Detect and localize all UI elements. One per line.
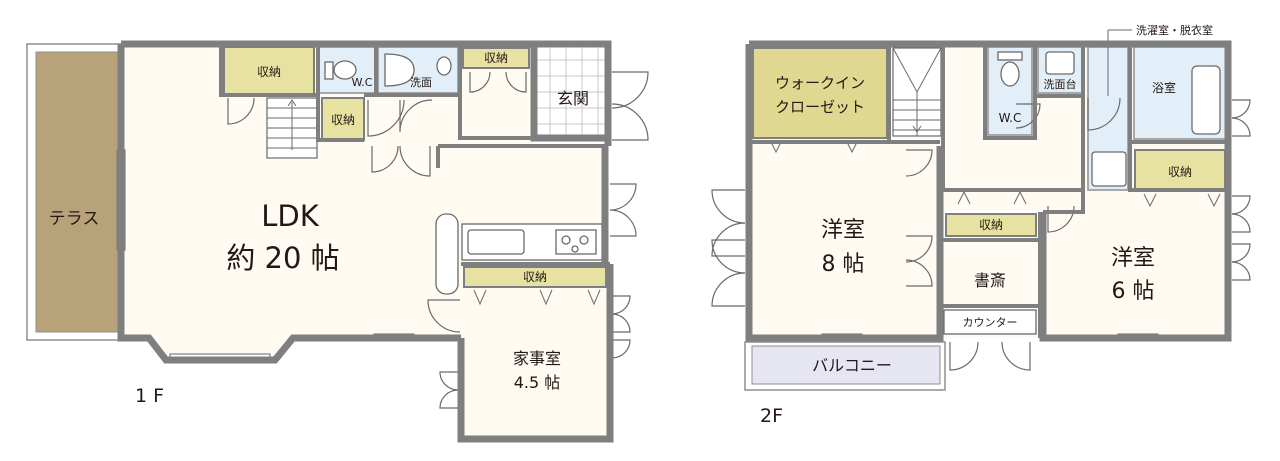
door-1f-wash <box>399 99 433 133</box>
door-2f-west-d <box>711 272 746 307</box>
floor-2-label: 2F <box>760 405 783 427</box>
door-1f-wc <box>367 99 405 137</box>
walkin-label-2: クローゼット <box>775 98 865 116</box>
door-1f-kitchen-a <box>609 183 637 211</box>
door-2f-west-a <box>711 189 746 224</box>
door-1f-utility-side-a <box>611 295 631 315</box>
door-1f-hall-b <box>399 145 431 177</box>
door-1f-entrance-a <box>611 71 649 109</box>
door-2f-east-c <box>1231 243 1251 263</box>
door-1f-hall-c <box>469 71 491 93</box>
toilet-tank-1f-icon <box>324 61 334 80</box>
entrance-tiles <box>534 44 608 138</box>
door-2f-east-a <box>1231 195 1251 215</box>
door-2f-study <box>905 259 933 287</box>
washing-machine-icon <box>1091 151 1127 187</box>
storage-2f-right-label: 収納 <box>1168 165 1192 179</box>
basin-1f-icon <box>436 56 452 76</box>
wash-basin-2f-icon <box>1045 51 1075 75</box>
kitchen-sink-icon <box>467 229 525 255</box>
terrace-label: テラス <box>49 209 100 229</box>
door-2f-west-c <box>711 239 746 274</box>
door-2f-bath-window-a <box>1231 99 1251 119</box>
door-1f-kitchen-b <box>609 209 637 237</box>
room-b-label: 洋室 <box>1111 246 1155 271</box>
door-1f-utility-side-c <box>611 339 631 359</box>
wash-basin-2f-label: 洗面台 <box>1044 77 1077 91</box>
storage-1f-utility-label: 収納 <box>523 270 547 284</box>
storage-1f-hall <box>462 47 530 69</box>
wc-1f-label: W.C <box>352 76 373 89</box>
door-2f-balcony-b <box>1001 341 1031 371</box>
door-2f-room-a2 <box>905 235 933 263</box>
walls-1f-interior <box>219 44 605 168</box>
wall-2f-outer-west <box>745 44 944 342</box>
toilet-2f-icon <box>1000 61 1020 87</box>
floor-1-label: 1 F <box>135 385 164 407</box>
door-2f-bath-window-b <box>1231 117 1251 137</box>
bathtub-icon <box>1191 65 1221 135</box>
toilet-1f-icon <box>333 60 357 80</box>
wall-1f-utility <box>457 264 614 443</box>
room-a-size: 8 帖 <box>822 252 865 277</box>
closet-doors-utility <box>473 289 601 306</box>
door-1f-utility-left-b <box>439 389 459 409</box>
storage-2f-hall <box>945 213 1037 237</box>
walls-2f-interior <box>749 44 1228 338</box>
door-2f-laundry <box>1087 97 1121 131</box>
door-1f-hall-a <box>371 145 399 173</box>
door-2f-east-d <box>1231 261 1251 281</box>
wall-1f-south <box>117 44 461 364</box>
storage-1f-stair <box>321 97 365 141</box>
storage-1f-utility <box>463 266 607 288</box>
door-1f-storage <box>227 97 255 125</box>
study-label: 書斎 <box>974 271 1006 290</box>
stairs-2f <box>892 47 942 137</box>
wall-1f-entrance <box>534 40 612 138</box>
utility-floor <box>461 264 610 439</box>
washroom-1f-label: 洗面 <box>410 76 432 89</box>
utility-room-size: 4.5 帖 <box>514 373 561 392</box>
terrace-deck <box>35 51 122 333</box>
door-2f-east-b <box>1231 213 1251 233</box>
laundry-label: 洗濯室・脱衣室 <box>1136 23 1213 37</box>
door-1f-utility-left-a <box>439 371 459 391</box>
door-2f-west-b <box>711 222 746 257</box>
storage-1f-stair-label: 収納 <box>331 113 355 127</box>
door-1f-utility-in <box>427 299 461 333</box>
door-2f-room-a <box>905 149 933 177</box>
wall-2f-outer-east <box>749 40 1232 342</box>
entrance-label: 玄関 <box>557 89 589 108</box>
walkin-label-1: ウォークイン <box>775 74 865 92</box>
sink-1f-icon <box>384 53 415 87</box>
storage-1f-top-label: 収納 <box>257 65 281 79</box>
floor-2: ウォークイン クローゼット W.C 洗面台 洗濯室・脱衣室 浴室 <box>711 23 1251 427</box>
room-a-label: 洋室 <box>821 218 865 243</box>
storage-2f-hall-label: 収納 <box>979 218 1003 232</box>
bath-label: 浴室 <box>1152 80 1176 95</box>
wc-2f-label: W.C <box>999 111 1022 125</box>
floor-1: テラス 収納 収納 収納 収納 W.C 洗面 <box>26 40 649 443</box>
door-1f-entrance-b <box>611 103 649 141</box>
utility-room-label: 家事室 <box>513 349 561 368</box>
storage-2f-right <box>1134 149 1226 191</box>
ldk-label: LDK <box>261 199 319 233</box>
balcony-floor <box>751 345 941 385</box>
study-counter <box>943 309 1037 335</box>
storage-1f-hall-label: 収納 <box>484 51 508 65</box>
door-1f-hall-d <box>505 71 527 93</box>
counter-label: カウンター <box>963 316 1018 329</box>
stairs-1f <box>266 97 318 159</box>
dining-bench <box>435 213 459 295</box>
balcony-label: バルコニー <box>812 356 892 375</box>
walkin-closet <box>752 47 888 139</box>
door-2f-balcony-a <box>949 341 979 371</box>
ldk-size: 約 20 帖 <box>226 241 339 275</box>
room-b-size: 6 帖 <box>1112 279 1155 304</box>
ldk-floor <box>121 44 605 360</box>
door-1f-utility-side-b <box>611 313 631 333</box>
toilet-tank-2f-icon <box>997 51 1023 61</box>
